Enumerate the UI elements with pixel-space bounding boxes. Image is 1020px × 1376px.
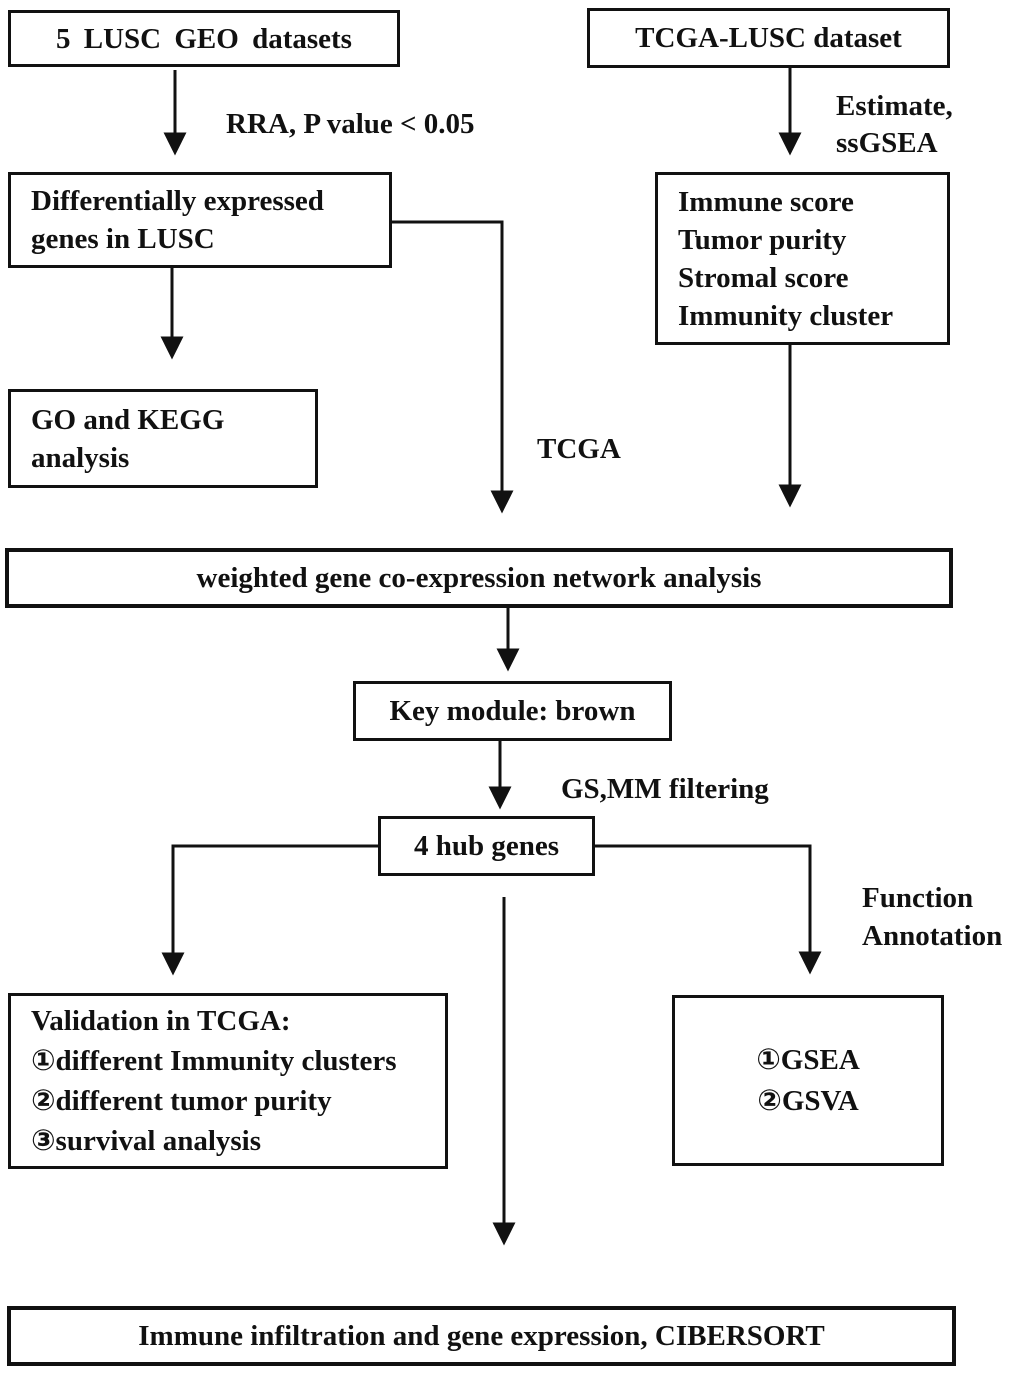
box-line: Immune score <box>678 185 854 218</box>
box-cibersort: Immune infiltration and gene expression,… <box>7 1306 956 1366</box>
edge-label-line: Estimate, <box>836 90 953 122</box>
box-line: ①GSEA <box>756 1043 860 1076</box>
arrow-hubgenes-to-annotation <box>595 844 822 975</box>
edge-label-rra-pvalue: RRA, P value < 0.05 <box>226 108 475 140</box>
box-go-kegg-analysis: GO and KEGG analysis <box>8 389 318 488</box>
box-line: Tumor purity <box>678 223 847 256</box>
box-line: genes in LUSC <box>31 223 215 255</box>
edge-label-function-annotation: Function Annotation <box>862 879 1002 955</box>
edge-label-line: Function <box>862 882 974 914</box>
edge-label-gs-mm-filtering: GS,MM filtering <box>561 773 769 805</box>
box-key-module-label: Key module: brown <box>389 695 636 727</box>
arrow-hubgenes-to-validation <box>161 844 378 976</box>
edge-label-estimate-ssgsea: Estimate, ssGSEA <box>836 88 953 162</box>
box-wgcna: weighted gene co-expression network anal… <box>5 548 953 608</box>
box-geo-datasets: 5 LUSC GEO datasets <box>8 10 400 67</box>
box-geo-datasets-label: 5 LUSC GEO datasets <box>56 22 352 55</box>
box-line: analysis <box>31 441 130 474</box>
box-gsea-gsva: ①GSEA ②GSVA <box>672 995 944 1166</box>
box-line: Validation in TCGA: <box>31 1005 291 1037</box>
box-key-module: Key module: brown <box>353 681 672 741</box>
box-tcga-dataset-label: TCGA-LUSC dataset <box>635 22 902 54</box>
box-line: Differentially expressed <box>31 185 324 217</box>
box-differentially-expressed-genes: Differentially expressed genes in LUSC <box>8 172 392 268</box>
edge-label-line: Annotation <box>862 920 1003 952</box>
box-line: Immunity cluster <box>678 299 894 332</box>
edge-label-line: ssGSEA <box>836 127 938 159</box>
box-hub-genes: 4 hub genes <box>378 816 595 876</box>
box-line: ②GSVA <box>757 1084 859 1117</box>
box-wgcna-label: weighted gene co-expression network anal… <box>196 562 762 594</box>
arrow-deg-to-wgcna <box>392 220 514 514</box>
box-validation-tcga: Validation in TCGA: ①different Immunity … <box>8 993 448 1169</box>
box-line: ①different Immunity clusters <box>31 1045 397 1077</box>
edge-label-tcga: TCGA <box>537 433 621 465</box>
box-estimate-scores: Immune score Tumor purity Stromal score … <box>655 172 950 345</box>
box-cibersort-label: Immune infiltration and gene expression,… <box>138 1320 825 1352</box>
box-hub-genes-label: 4 hub genes <box>413 830 560 862</box>
box-tcga-dataset: TCGA-LUSC dataset <box>587 8 950 68</box>
box-line: ③survival analysis <box>31 1125 262 1157</box>
box-line: ②different tumor purity <box>31 1085 332 1117</box>
box-line: Stromal score <box>678 261 849 294</box>
box-line: GO and KEGG <box>31 403 225 436</box>
